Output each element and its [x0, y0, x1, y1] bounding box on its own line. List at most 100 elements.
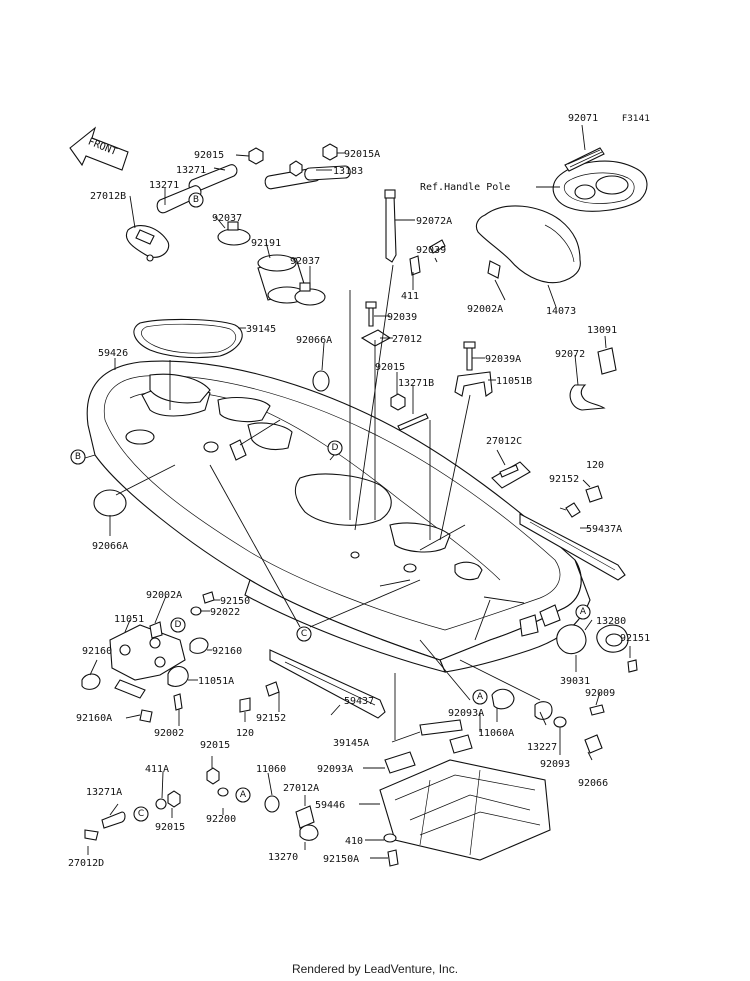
- label-92071: 92071: [568, 113, 598, 124]
- nut-92015-mid: [390, 393, 406, 411]
- nut-92015-bl2: [167, 790, 181, 808]
- label-14073: 14073: [546, 306, 576, 317]
- grommet-92066A: [312, 370, 330, 392]
- label-59437A: 59437A: [586, 524, 622, 535]
- bolt-92039A: [466, 345, 473, 371]
- label-120-right: 120: [586, 460, 604, 471]
- gasket-39145: [133, 318, 243, 359]
- plate-27012A: [295, 805, 315, 829]
- label-92022: 92022: [210, 607, 240, 618]
- label-27012A: 27012A: [283, 783, 319, 794]
- label-92093A-mid: 92093A: [317, 764, 353, 775]
- bolt-92150A: [387, 849, 399, 867]
- clamp-92037-right: [294, 282, 326, 306]
- washer-92150: [202, 591, 215, 604]
- cover-14073: [475, 205, 581, 284]
- handle-pole-assembly: [475, 147, 648, 284]
- label-92066A: 92066A: [296, 335, 332, 346]
- plate-27012B: [126, 225, 170, 262]
- callout-A-bottom: A: [472, 689, 488, 705]
- callout-D-left: D: [170, 617, 186, 633]
- svg-text:A: A: [477, 692, 484, 702]
- svg-text:A: A: [240, 790, 247, 800]
- label-11051B: 11051B: [496, 376, 532, 387]
- bracket-13271A: [101, 811, 126, 829]
- label-13183: 13183: [333, 166, 363, 177]
- hull-59426: [86, 360, 591, 673]
- label-92015: 92015: [194, 150, 224, 161]
- bolt-92039-top: [429, 239, 446, 254]
- screw-92151: [627, 659, 638, 673]
- label-92151: 92151: [620, 633, 650, 644]
- label-13271-left: 13271: [149, 180, 179, 191]
- svg-text:B: B: [75, 452, 81, 462]
- label-13227: 13227: [527, 742, 557, 753]
- tube-92160A: [139, 709, 153, 723]
- svg-text:A: A: [580, 607, 587, 617]
- bolt-92066: [584, 734, 603, 754]
- fitting-13227: [534, 701, 553, 720]
- label-92066A-left: 92066A: [92, 541, 128, 552]
- label-92093A-top: 92093A: [448, 708, 484, 719]
- label-27012C: 27012C: [486, 436, 522, 447]
- part-labels: 92071 92015 92015A 13271 13183 13271 270…: [68, 113, 650, 869]
- callout-B-left: B: [70, 449, 86, 465]
- label-92037-left: 92037: [212, 213, 242, 224]
- svg-text:B: B: [193, 195, 199, 205]
- label-92072A: 92072A: [416, 216, 452, 227]
- pad-92071: [564, 147, 605, 172]
- label-92150: 92150: [220, 596, 250, 607]
- clamp-92037-left: [217, 221, 251, 246]
- front-arrow-icon: FRONT: [69, 126, 129, 171]
- label-92015-bl2: 92015: [155, 822, 185, 833]
- bracket-13271-top: [188, 164, 238, 193]
- label-11051A: 11051A: [198, 676, 234, 687]
- label-92039-mid: 92039: [387, 312, 417, 323]
- spacer-92152-right: [565, 502, 581, 518]
- label-59446: 59446: [315, 800, 345, 811]
- strap-92072: [569, 384, 606, 411]
- callout-A-right: A: [575, 604, 591, 620]
- label-92160-left: 92160: [82, 646, 112, 657]
- label-39145: 39145: [246, 324, 276, 335]
- label-11051: 11051: [114, 614, 144, 625]
- rail-59437A: [519, 513, 626, 581]
- grommet-92160-right: [189, 637, 209, 654]
- callout-B-top: B: [188, 192, 204, 208]
- pad-92093A-mid: [384, 751, 416, 774]
- figure-code: F3141: [622, 114, 650, 124]
- label-92072: 92072: [555, 349, 585, 360]
- label-39145A: 39145A: [333, 738, 369, 749]
- label-92002A-left: 92002A: [146, 590, 182, 601]
- bolt-92002A-left: [149, 621, 163, 639]
- label-92066: 92066: [578, 778, 608, 789]
- svg-text:C: C: [138, 809, 144, 819]
- hose-92191: [257, 254, 307, 304]
- label-92150A: 92150A: [323, 854, 359, 865]
- bolt-120-right: [585, 485, 603, 503]
- bracket-11051: [109, 624, 186, 699]
- nut-92015-bl: [206, 767, 220, 785]
- label-13270: 13270: [268, 852, 298, 863]
- label-410: 410: [345, 836, 363, 847]
- callout-C-hull: C: [296, 626, 312, 642]
- label-92160A: 92160A: [76, 713, 112, 724]
- cover-13280: [556, 624, 587, 655]
- label-92191: 92191: [251, 238, 281, 249]
- label-411: 411: [401, 291, 419, 302]
- block-13091: [597, 347, 617, 375]
- label-92152-left: 92152: [256, 713, 286, 724]
- bolt-92002: [173, 693, 183, 711]
- label-13280: 13280: [596, 616, 626, 627]
- clip-13270: [299, 824, 319, 841]
- plate-27012D: [84, 829, 99, 841]
- washer-92093: [553, 716, 567, 728]
- label-92039-top: 92039: [416, 245, 446, 256]
- washer-92022: [190, 606, 202, 616]
- bolt-92039-mid: [368, 305, 374, 327]
- clamp-11051A: [167, 665, 189, 687]
- label-92015-bl: 92015: [200, 740, 230, 751]
- grommet-92160-left: [81, 673, 101, 690]
- gasket-39145A: [419, 719, 463, 736]
